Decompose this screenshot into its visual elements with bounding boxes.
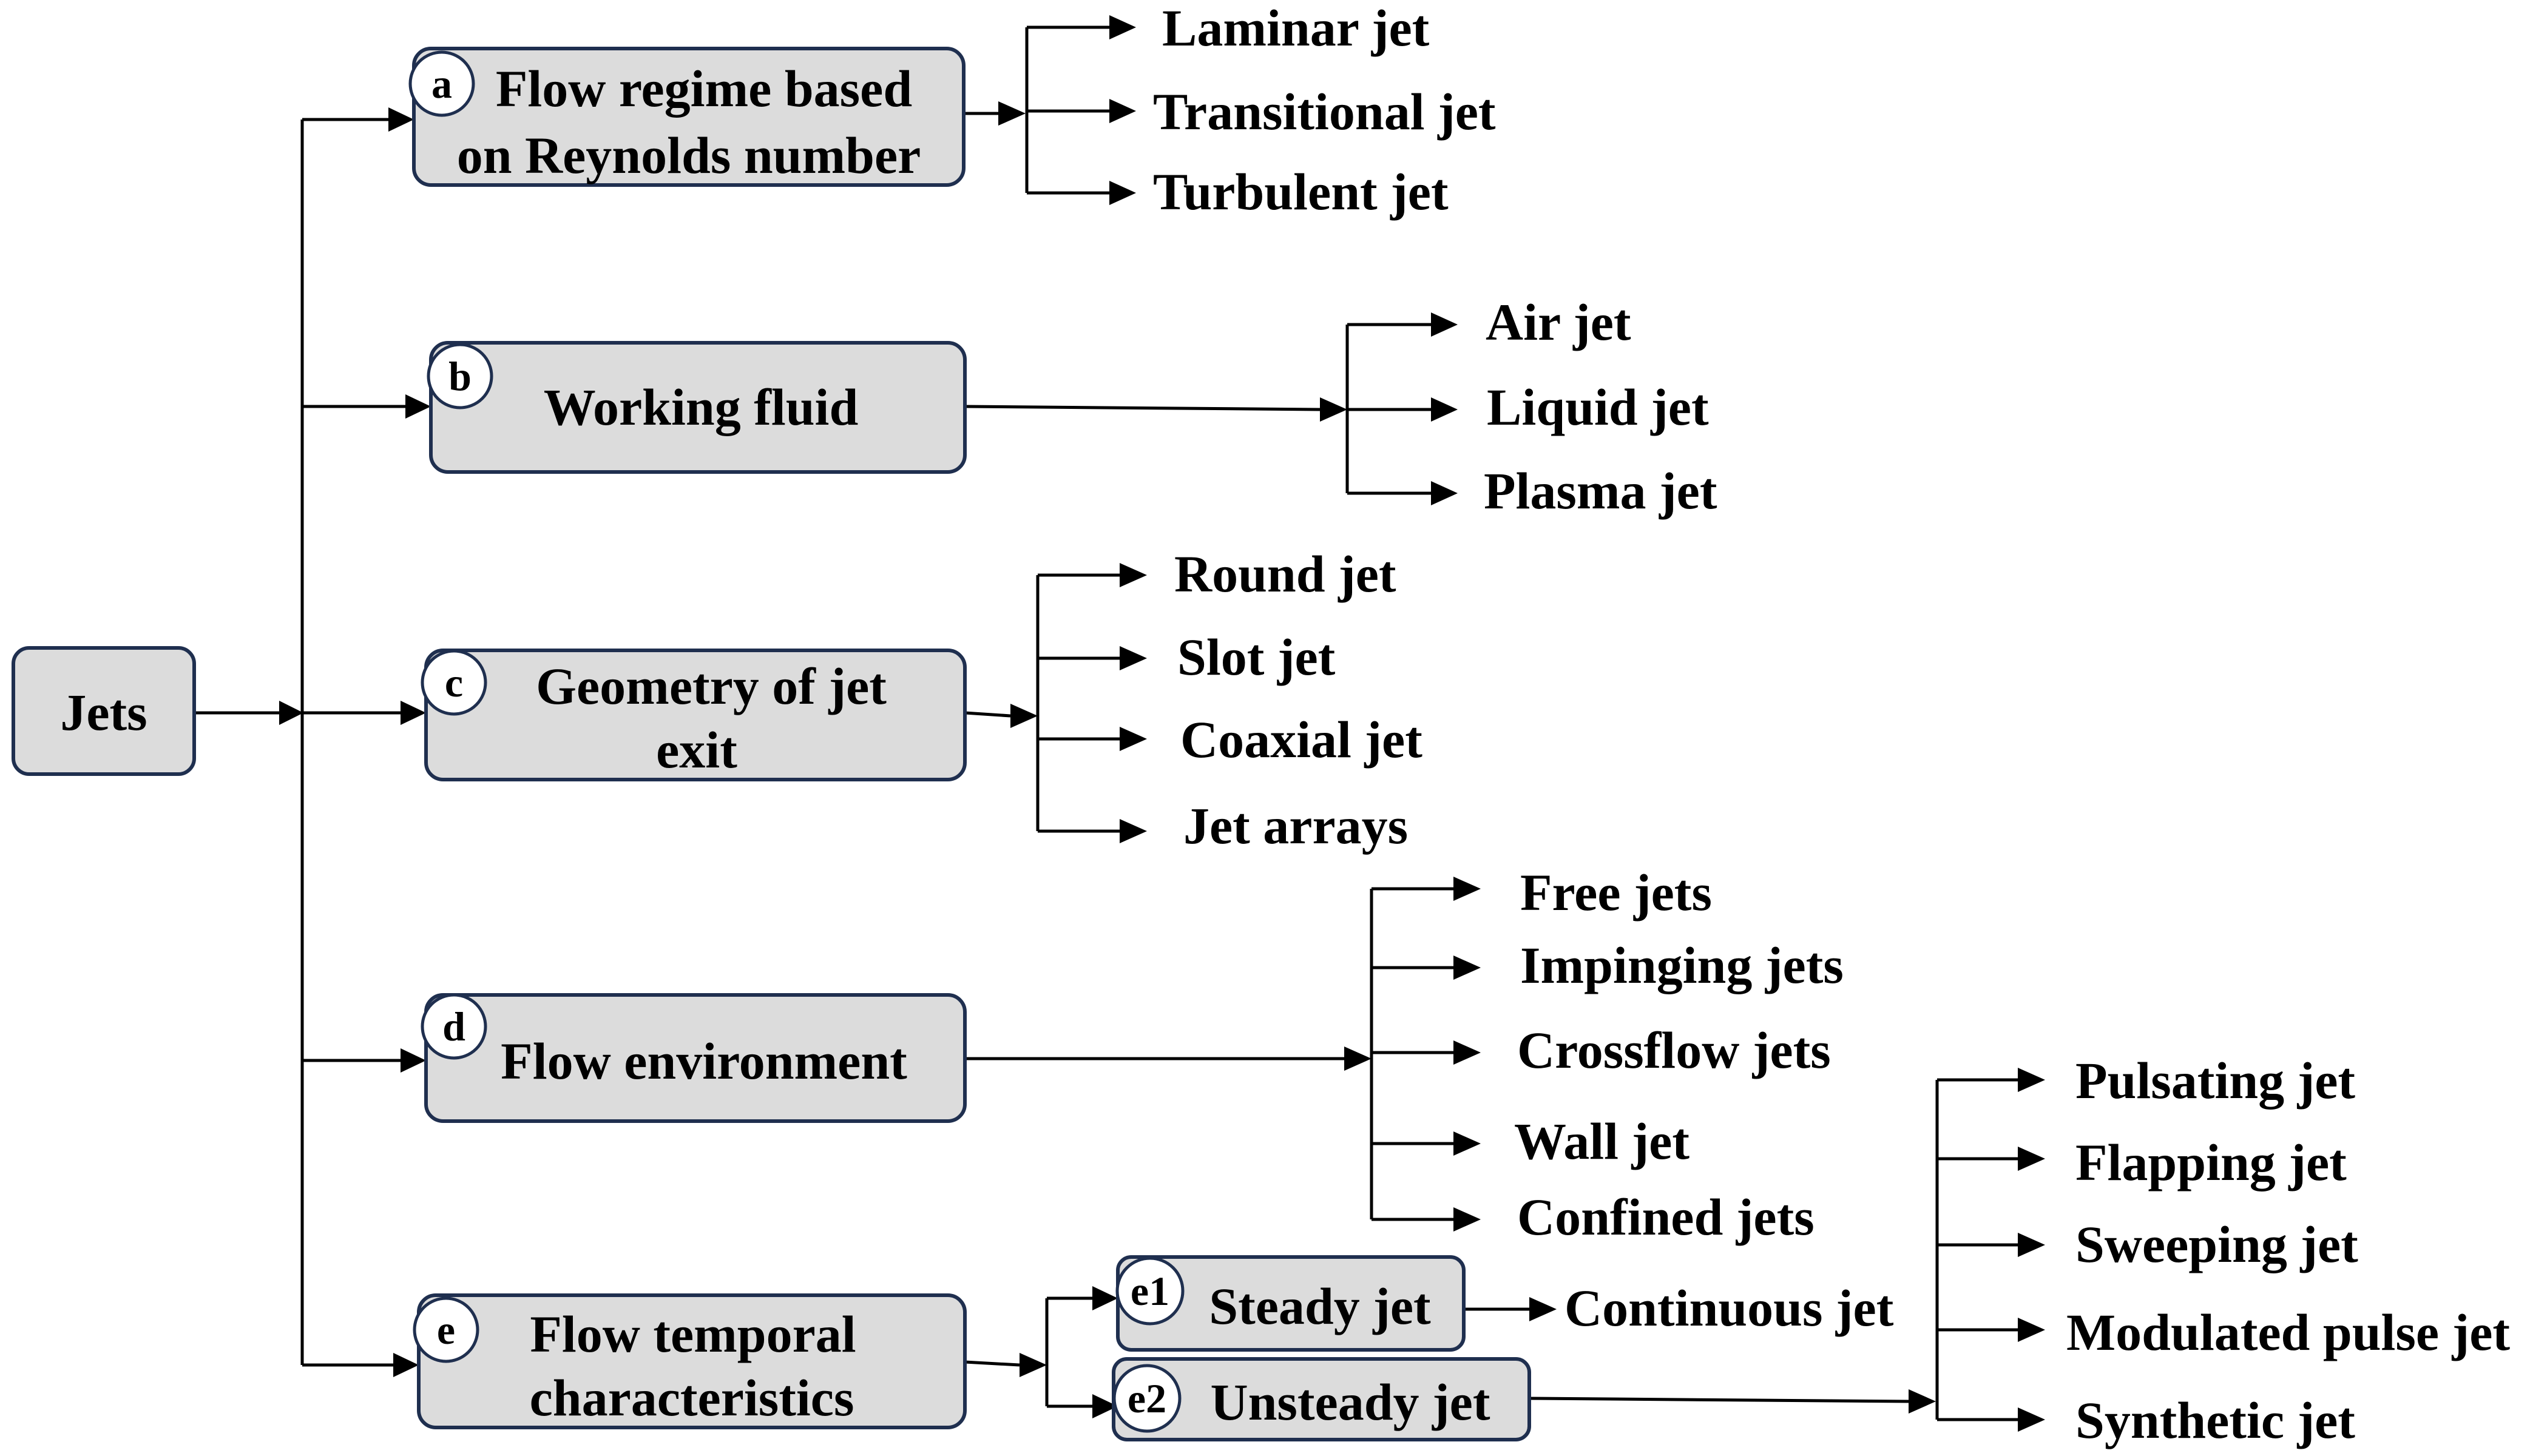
sub-e2-label: Unsteady jet: [1211, 1373, 1490, 1431]
leaf-d-4: Confined jets: [1517, 1188, 1815, 1246]
branch-a-line-2: on Reynolds number: [457, 126, 921, 184]
leaf-b-0: Air jet: [1486, 293, 1631, 351]
root-node-jets: Jets: [12, 646, 196, 776]
leaf-d-0: Free jets: [1520, 863, 1712, 922]
leaf-d-3: Wall jet: [1514, 1112, 1689, 1170]
leaf-a-0: Laminar jet: [1162, 0, 1430, 57]
leaf-d-1: Impinging jets: [1520, 936, 1844, 994]
leaf-c-3: Jet arrays: [1183, 797, 1408, 855]
badge-d: d: [442, 1003, 465, 1050]
branch-c-line-2: exit: [656, 721, 737, 779]
leaf-d-2: Crossflow jets: [1517, 1021, 1831, 1079]
leaf-a-2: Turbulent jet: [1153, 163, 1449, 221]
leaf-e2-1: Flapping jet: [2075, 1133, 2347, 1191]
badge-e1: e1: [1131, 1268, 1169, 1314]
leaf-c-1: Slot jet: [1177, 628, 1336, 686]
sub-e1-label: Steady jet: [1209, 1277, 1431, 1335]
branch-e-line-2: characteristics: [530, 1369, 854, 1427]
badge-a: a: [431, 61, 452, 107]
branch-a-line-1: Flow regime based: [496, 59, 912, 118]
leaf-e1-0: Continuous jet: [1564, 1279, 1894, 1337]
branch-node-c: Geometry of jet exit c: [421, 649, 967, 781]
leaf-e2-4: Synthetic jet: [2075, 1391, 2355, 1449]
leaf-b-1: Liquid jet: [1487, 378, 1709, 436]
sub-node-e2: Unsteady jet e2: [1112, 1357, 1531, 1441]
branch-e-line-1: Flow temporal: [530, 1305, 856, 1363]
badge-b: b: [448, 353, 472, 399]
leaf-e2-2: Sweeping jet: [2075, 1215, 2358, 1273]
sub-node-e1: Steady jet e1: [1115, 1255, 1466, 1352]
badge-c: c: [445, 659, 463, 706]
leaf-e2-0: Pulsating jet: [2075, 1051, 2355, 1110]
branch-node-a: Flow regime based on Reynolds number a: [408, 47, 966, 187]
connector-lines: [194, 15, 2045, 1432]
branch-node-d: Flow environment d: [421, 993, 967, 1123]
leaf-b-2: Plasma jet: [1484, 462, 1717, 520]
badge-e2: e2: [1128, 1375, 1166, 1421]
leaf-c-0: Round jet: [1174, 545, 1396, 603]
branch-node-e: Flow temporal characteristics e: [413, 1293, 967, 1429]
branch-node-b: Working fluid b: [427, 341, 967, 474]
leaf-a-1: Transitional jet: [1153, 83, 1496, 141]
branch-b-line-1: Working fluid: [544, 378, 859, 436]
badge-e: e: [437, 1307, 455, 1353]
branch-c-line-1: Geometry of jet: [536, 657, 887, 715]
root-label: Jets: [60, 683, 147, 741]
leaf-c-2: Coaxial jet: [1180, 710, 1422, 769]
leaf-e2-3: Modulated pulse jet: [2066, 1303, 2510, 1361]
branch-d-line-1: Flow environment: [501, 1032, 907, 1090]
